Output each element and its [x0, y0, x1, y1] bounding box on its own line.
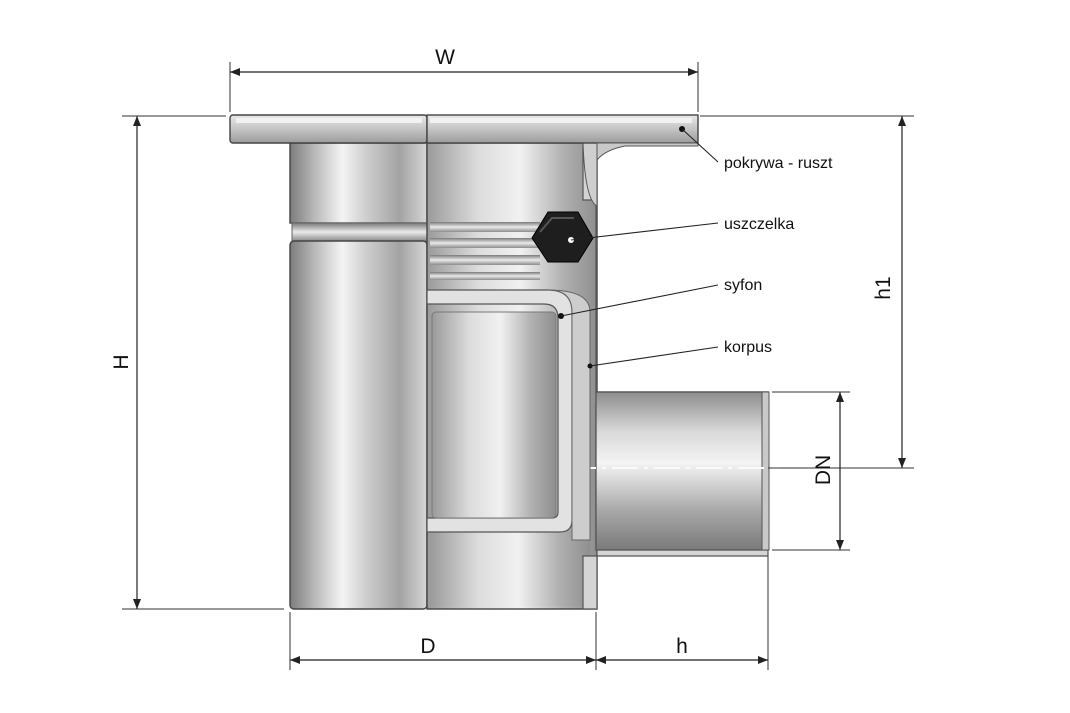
- dim-label-h-outlet: h: [676, 635, 688, 658]
- dim-label-h-total: H: [110, 354, 133, 369]
- dim-label-dn: DN: [812, 455, 835, 485]
- outlet-pipe: [570, 391, 840, 551]
- grate: [229, 114, 699, 162]
- label-body: korpus: [724, 339, 772, 356]
- dimension-lines: [122, 62, 914, 670]
- dim-label-w: W: [435, 46, 455, 69]
- trap: [426, 289, 591, 541]
- part-leaders: [558, 126, 719, 369]
- label-trap: syfon: [724, 277, 762, 294]
- seal: [531, 211, 594, 263]
- label-grate: pokrywa - ruszt: [724, 155, 833, 172]
- body-exterior: [289, 142, 428, 610]
- label-seal: uszczelka: [724, 216, 794, 233]
- dim-label-d: D: [420, 635, 435, 658]
- dim-label-h1: h1: [872, 276, 895, 299]
